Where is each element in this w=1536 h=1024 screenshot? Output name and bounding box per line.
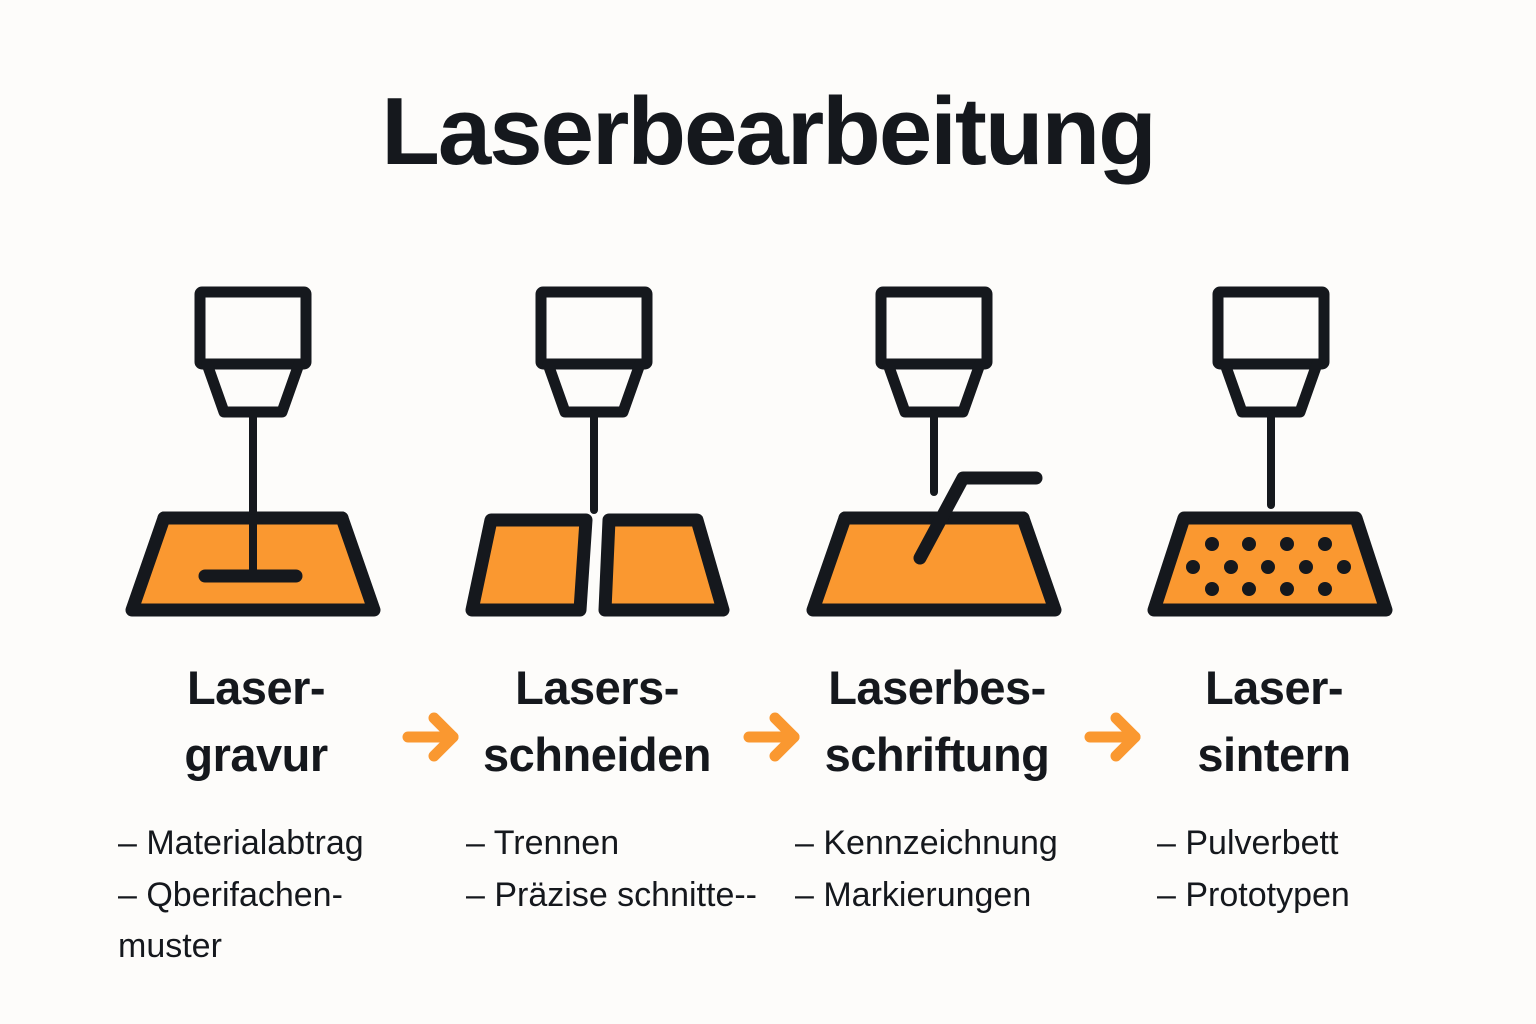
- bullet-list-laserbeschriftung: – Kennzeichnung – Markierungen: [795, 818, 1058, 921]
- laser-cutting-icon: [447, 262, 747, 632]
- list-item: – Präzise schnitte--: [466, 875, 757, 914]
- bullet-list-laserschneiden: – Trennen – Präzise schnitte--: [466, 818, 757, 921]
- arrow-right-icon: [738, 702, 808, 772]
- bullet-list-lasergravur: – Materialabtrag – Qberifachen- muster: [118, 818, 364, 973]
- column-heading-laserschneiden: Lasers- schneiden: [483, 661, 711, 781]
- heading-row: Laser- gravur Lasers- schneiden Laserbes…: [0, 655, 1536, 805]
- laser-sintering-icon: [1124, 262, 1424, 632]
- arrow-right-icon: [397, 702, 467, 772]
- column-heading-lasergravur: Laser- gravur: [184, 661, 328, 781]
- column-heading-lasersintern: Laser- sintern: [1197, 661, 1351, 781]
- list-item: – Pulverbett: [1157, 824, 1339, 862]
- list-item: – Qberifachen- muster: [118, 875, 343, 966]
- bullet-list-row: – Materialabtrag – Qberifachen- muster –…: [0, 818, 1536, 998]
- bullet-list-lasersintern: – Pulverbett – Prototypen: [1157, 818, 1350, 921]
- laser-marking-icon: [787, 262, 1087, 632]
- list-item: – Kennzeichnung: [795, 824, 1058, 862]
- arrow-right-icon: [1079, 702, 1149, 772]
- list-item: – Trennen: [466, 824, 620, 862]
- list-item: – Prototypen: [1157, 875, 1350, 914]
- list-item: – Markierungen: [795, 875, 1032, 914]
- list-item: – Materialabtrag: [118, 824, 364, 862]
- page-title: Laserbearbeitung: [381, 78, 1157, 185]
- laser-engraving-icon: [106, 262, 406, 632]
- icon-row: [0, 262, 1536, 762]
- column-heading-laserbeschriftung: Laserbes- schriftung: [824, 661, 1050, 781]
